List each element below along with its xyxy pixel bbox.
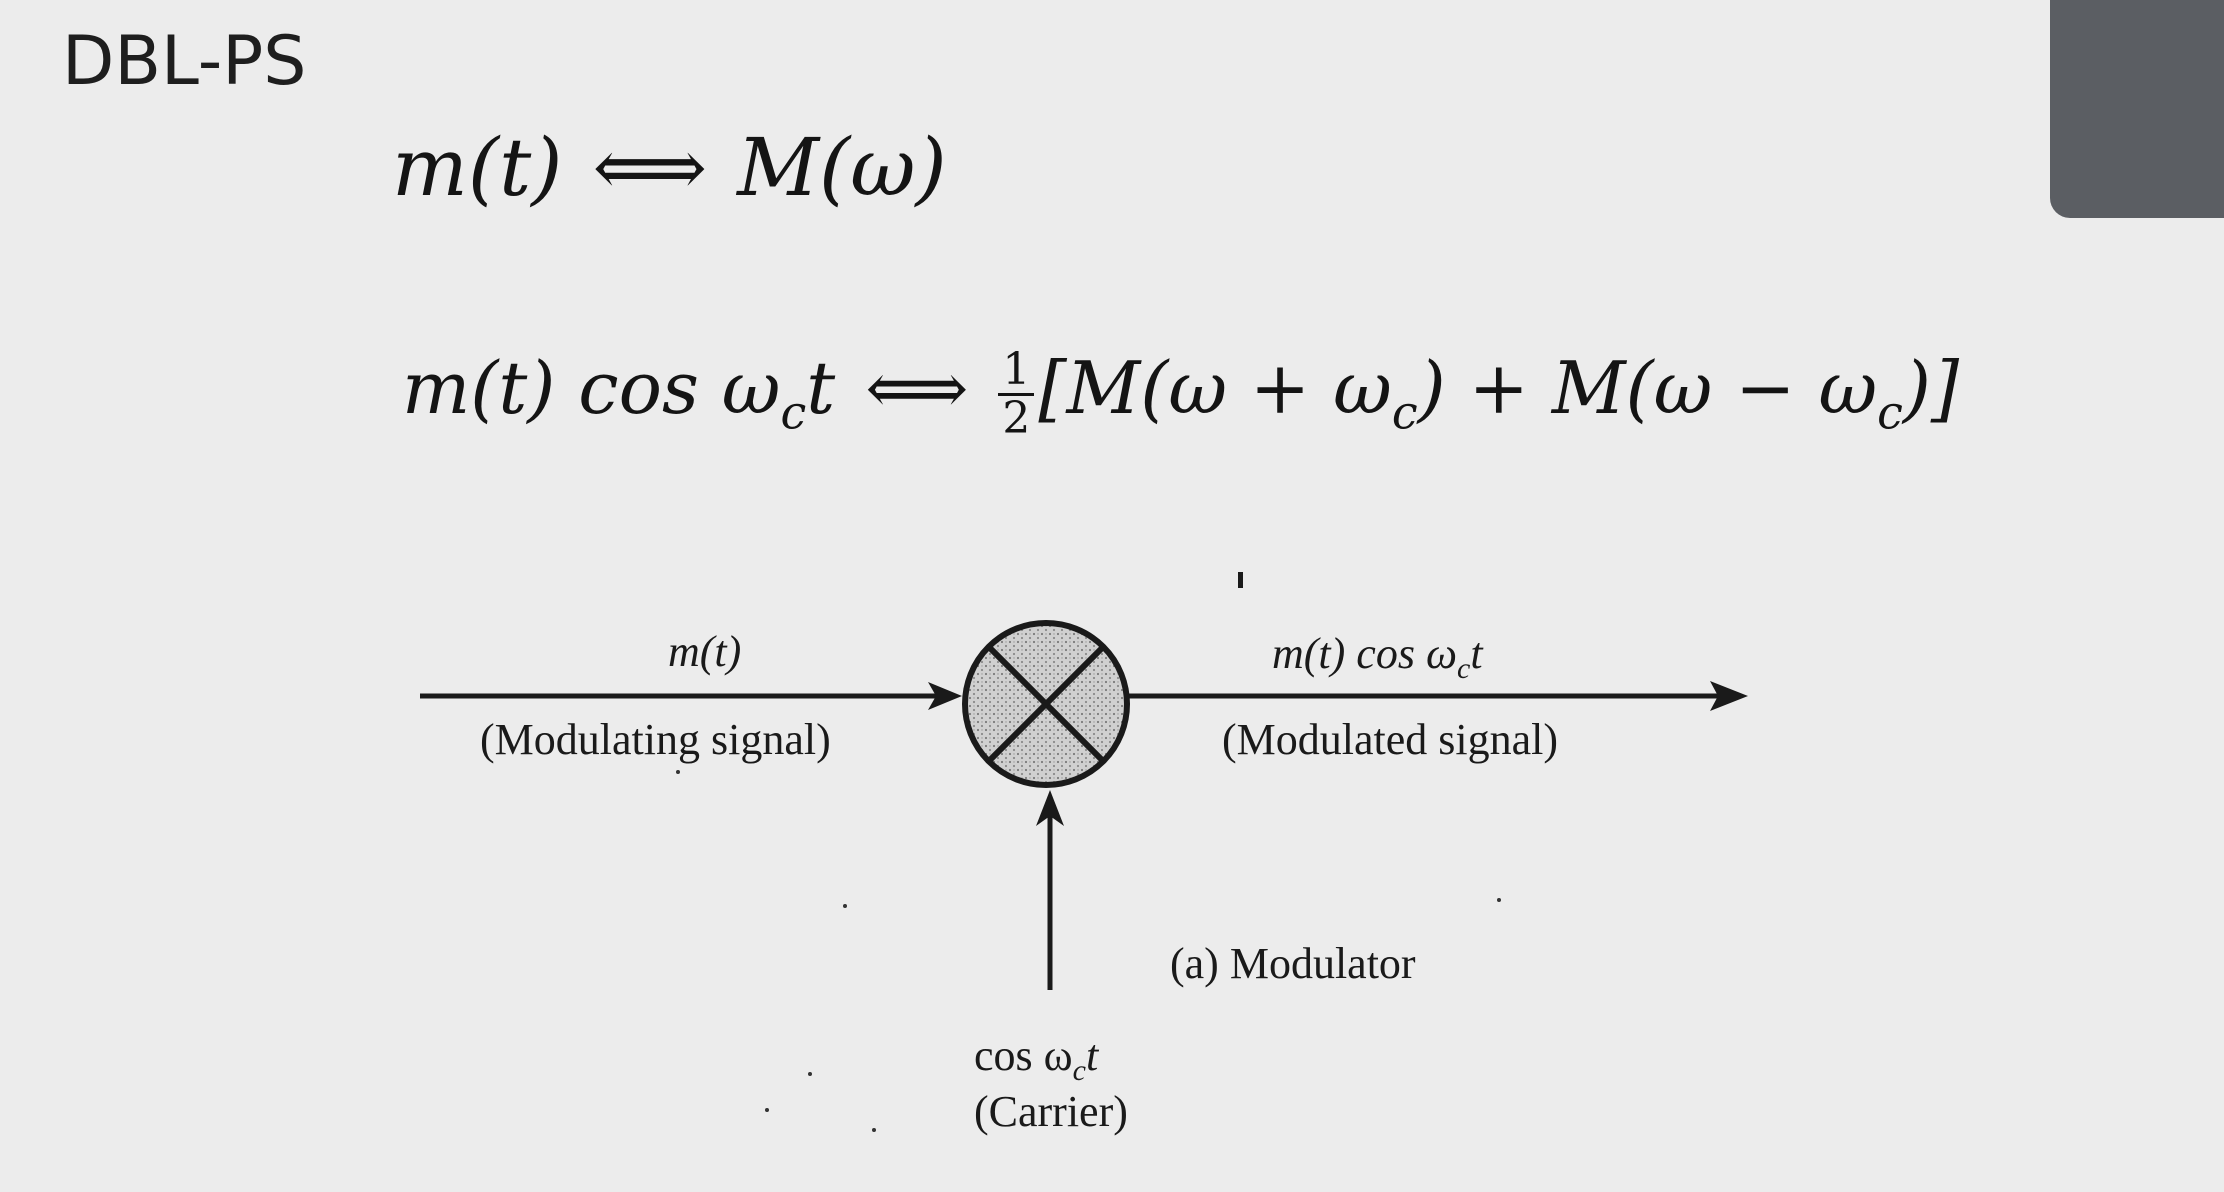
eq2-lhs-tail: t <box>806 346 836 430</box>
input-signal-arrow <box>420 682 962 710</box>
carrier-label-subscript: c <box>1072 1053 1086 1087</box>
carrier-signal-caption: (Carrier) <box>974 1087 1128 1136</box>
modulator-block-caption: (a) Modulator <box>1170 939 1416 988</box>
eq1-rhs: M(ω) <box>737 121 947 214</box>
eq2-arrow-icon: ⟺ <box>865 346 969 430</box>
output-label-pre: m(t) cos ω <box>1272 629 1458 678</box>
corner-panel <box>2050 0 2224 218</box>
carrier-signal-arrow <box>1036 790 1064 990</box>
scan-speck <box>1497 898 1501 902</box>
slide-title: DBL-PS <box>62 22 307 101</box>
eq1-lhs: m(t) <box>392 121 563 214</box>
eq2-lhs: m(t) cos ω <box>402 346 781 430</box>
carrier-label-post: t <box>1085 1031 1099 1080</box>
eq2-lhs-subscript: c <box>780 385 807 440</box>
tick-mark <box>1238 572 1243 588</box>
carrier-label-pre: cos ω <box>974 1031 1073 1080</box>
eq2-rhs-subscript-2: c <box>1877 385 1903 440</box>
scan-speck <box>676 770 680 774</box>
multiplier-circle-icon <box>962 620 1130 788</box>
output-label-post: t <box>1470 629 1483 678</box>
scan-speck <box>808 1072 812 1076</box>
output-signal-label: m(t) cos ωct <box>1272 628 1483 695</box>
fourier-pair-equation: m(t) ⟺ M(ω) <box>392 118 947 218</box>
output-label-subscript: c <box>1457 651 1471 685</box>
scan-speck <box>872 1128 876 1132</box>
carrier-signal-label: cos ωct <box>974 1030 1098 1097</box>
scan-speck <box>765 1108 769 1112</box>
input-signal-caption: (Modulating signal) <box>480 715 831 764</box>
input-signal-label: m(t) <box>668 627 742 676</box>
output-signal-caption: (Modulated signal) <box>1222 715 1559 764</box>
fraction-denominator: 2 <box>1002 392 1031 444</box>
fraction-numerator: 1 <box>998 346 1035 396</box>
eq1-arrow-icon: ⟺ <box>592 121 708 214</box>
eq2-rhs-subscript-1: c <box>1391 385 1418 440</box>
eq2-rhs-middle: ) + M(ω − ω <box>1417 346 1878 430</box>
eq2-rhs-start: [M(ω + ω <box>1038 346 1392 430</box>
scan-speck <box>843 904 847 908</box>
eq2-rhs-end: )] <box>1902 346 1960 430</box>
output-signal-arrow <box>1128 681 1748 711</box>
